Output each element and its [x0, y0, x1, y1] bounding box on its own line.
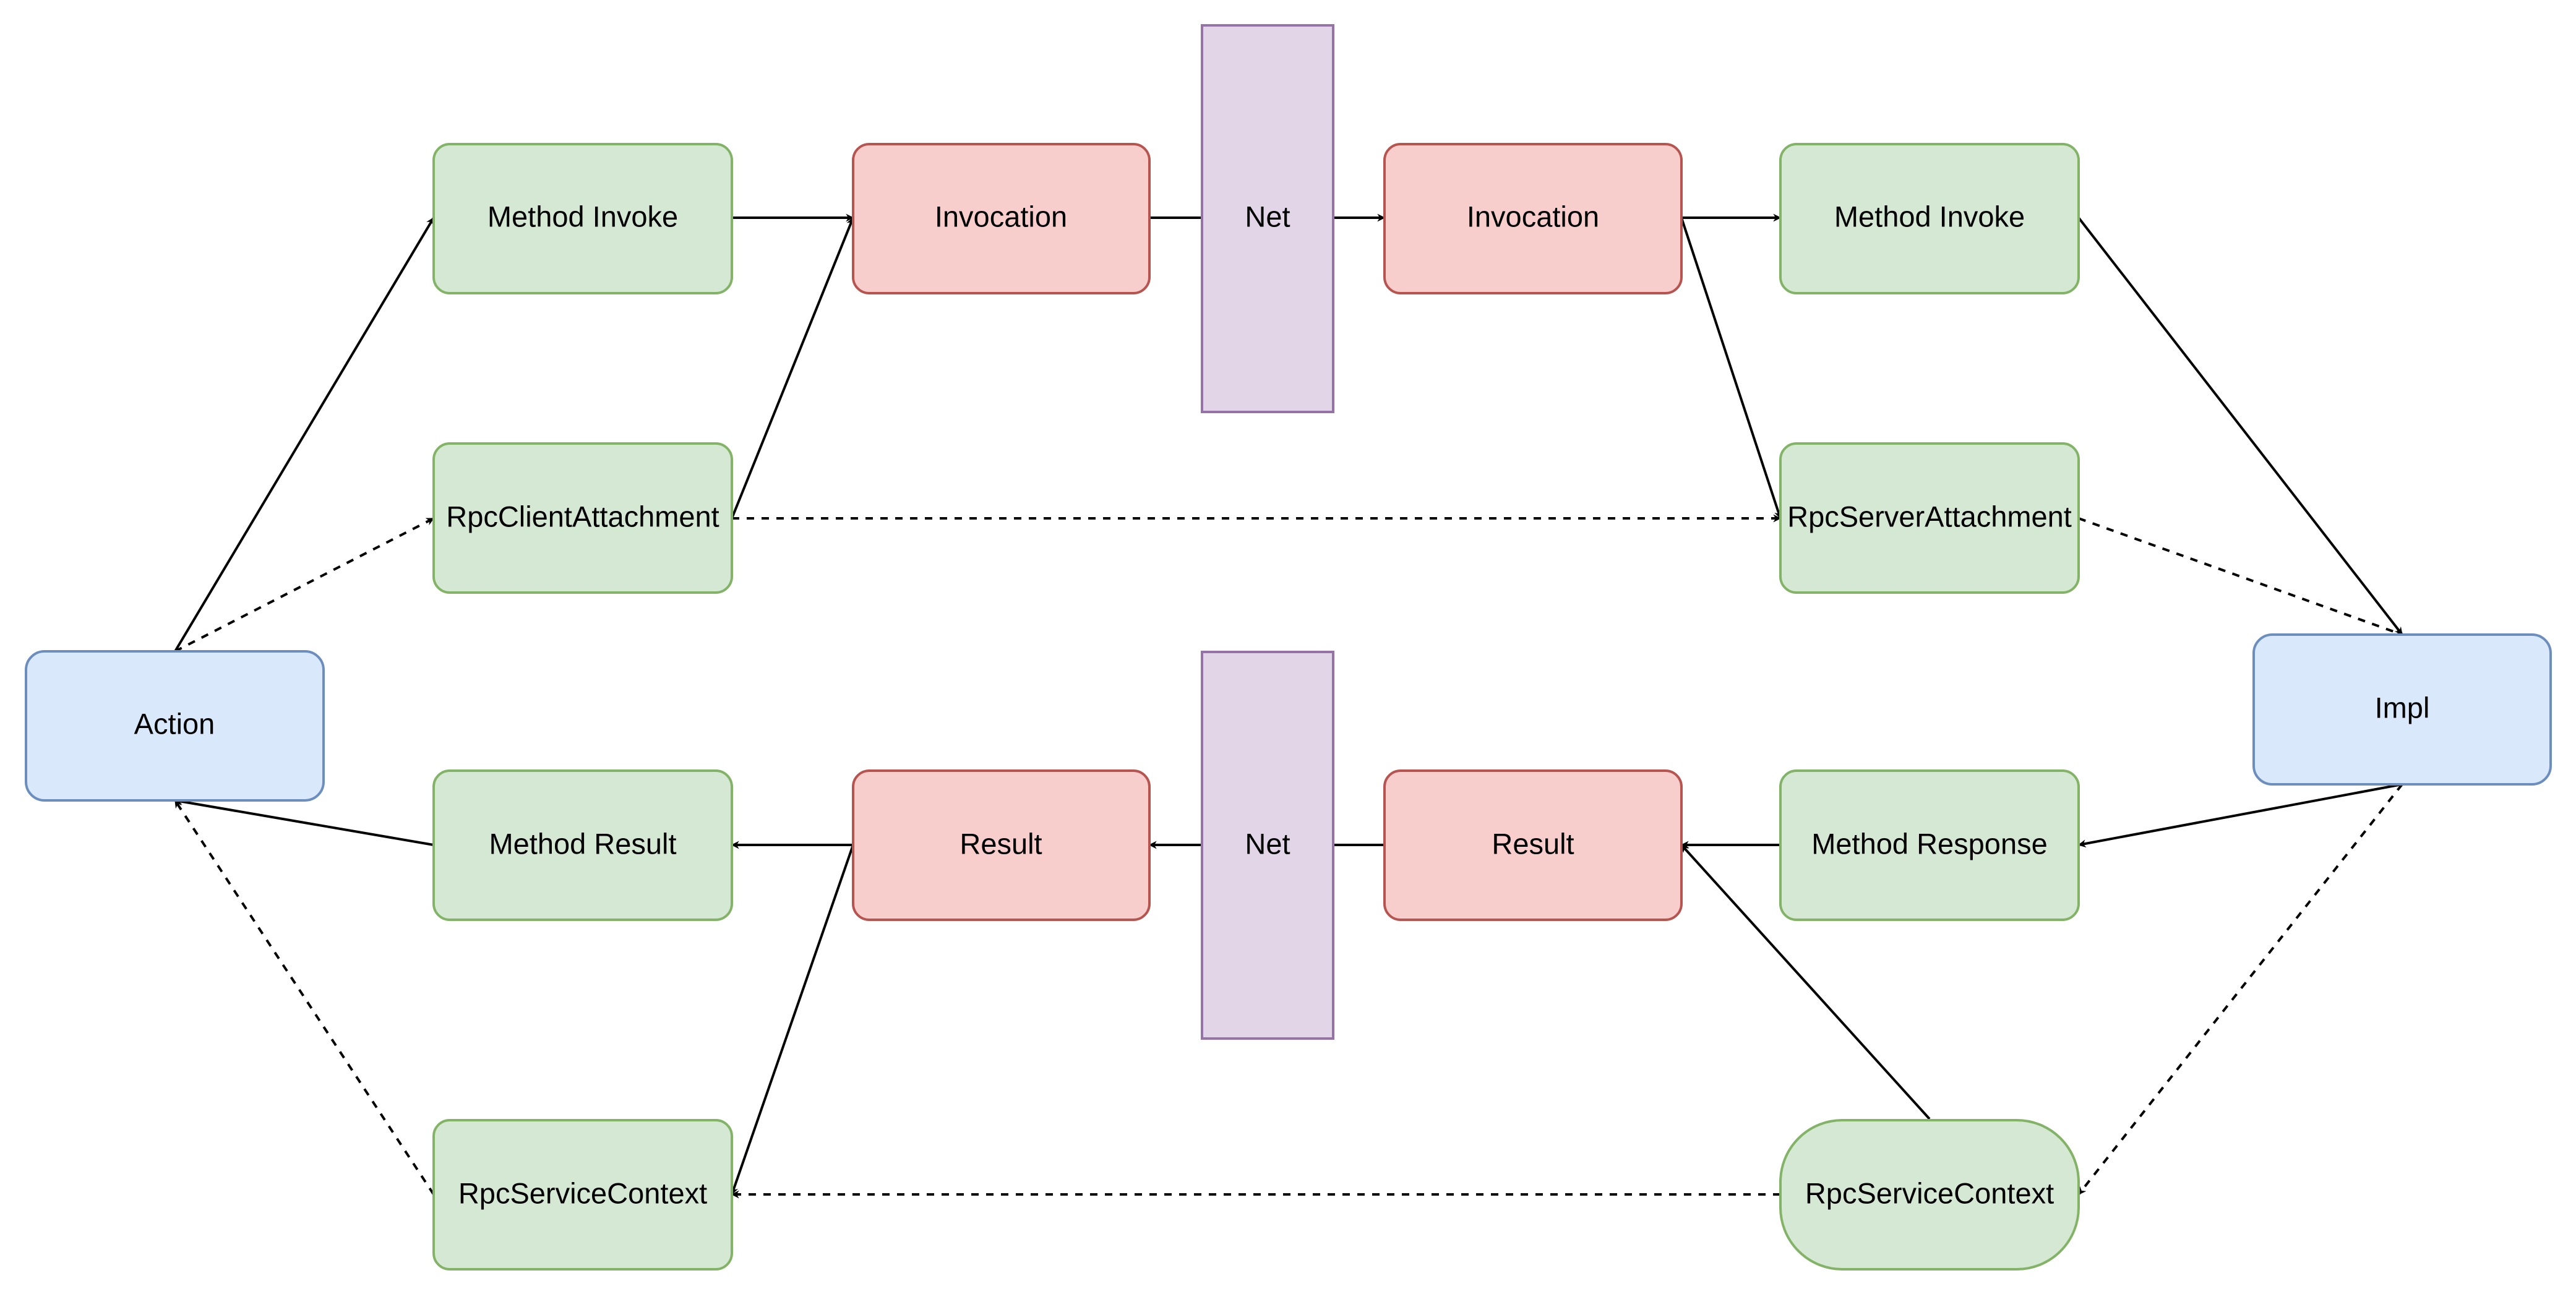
- node-method-result-label: Method Result: [489, 827, 676, 860]
- node-action: Action: [25, 650, 325, 802]
- node-net-bottom-label: Net: [1245, 827, 1290, 860]
- node-server-result-label: Result: [1492, 827, 1574, 860]
- node-net-bottom: Net: [1201, 651, 1334, 1040]
- node-action-label: Action: [134, 707, 215, 740]
- node-server-method-invoke-label: Method Invoke: [1834, 200, 2025, 233]
- node-server-method-invoke: Method Invoke: [1779, 143, 2080, 294]
- node-client-method-invoke-label: Method Invoke: [487, 200, 678, 233]
- node-client-invocation-label: Invocation: [935, 200, 1067, 233]
- node-server-result: Result: [1383, 769, 1683, 921]
- edge-action-to-method-invoke: [174, 216, 435, 653]
- node-server-invocation-label: Invocation: [1467, 200, 1599, 233]
- edge-method-result-to-action: [174, 797, 434, 846]
- node-method-response: Method Response: [1779, 769, 2080, 921]
- edge-impl-to-server-context: [2077, 783, 2403, 1196]
- node-client-rpc-service-context-label: RpcServiceContext: [458, 1176, 707, 1209]
- edge-invocation-to-server-attachment: [1680, 217, 1782, 520]
- edge-impl-to-method-response: [2077, 783, 2403, 848]
- edge-action-to-client-attachment: [174, 517, 435, 653]
- node-server-rpc-service-context: RpcServiceContext: [1779, 1119, 2080, 1270]
- node-server-rpc-service-context-label: RpcServiceContext: [1805, 1176, 2054, 1209]
- node-net-top: Net: [1201, 24, 1334, 413]
- edge-server-context-to-result: [1680, 844, 1931, 1120]
- node-client-result-label: Result: [960, 827, 1042, 860]
- node-rpc-server-attachment: RpcServerAttachment: [1779, 442, 2080, 594]
- edge-client-context-to-action: [174, 799, 435, 1196]
- node-client-rpc-service-context: RpcServiceContext: [432, 1119, 733, 1270]
- node-client-method-invoke: Method Invoke: [432, 143, 733, 294]
- edge-result-to-client-context: [730, 844, 854, 1196]
- node-client-result: Result: [852, 769, 1151, 921]
- edge-method-invoke-to-impl: [2077, 216, 2403, 636]
- node-method-response-label: Method Response: [1811, 827, 2047, 860]
- node-rpc-client-attachment-label: RpcClientAttachment: [446, 500, 719, 533]
- edge-server-attachment-to-impl: [2078, 517, 2403, 636]
- node-net-top-label: Net: [1245, 200, 1290, 233]
- node-method-result: Method Result: [432, 769, 733, 921]
- node-rpc-server-attachment-label: RpcServerAttachment: [1787, 500, 2072, 533]
- node-rpc-client-attachment: RpcClientAttachment: [432, 442, 733, 594]
- node-impl-label: Impl: [2375, 691, 2430, 724]
- node-impl: Impl: [2252, 633, 2552, 786]
- edge-client-attachment-to-invocation: [731, 216, 854, 519]
- node-client-invocation: Invocation: [852, 143, 1151, 294]
- edges: [174, 213, 2403, 1196]
- dashed-edges: [174, 514, 2403, 1199]
- node-server-invocation: Invocation: [1383, 143, 1683, 294]
